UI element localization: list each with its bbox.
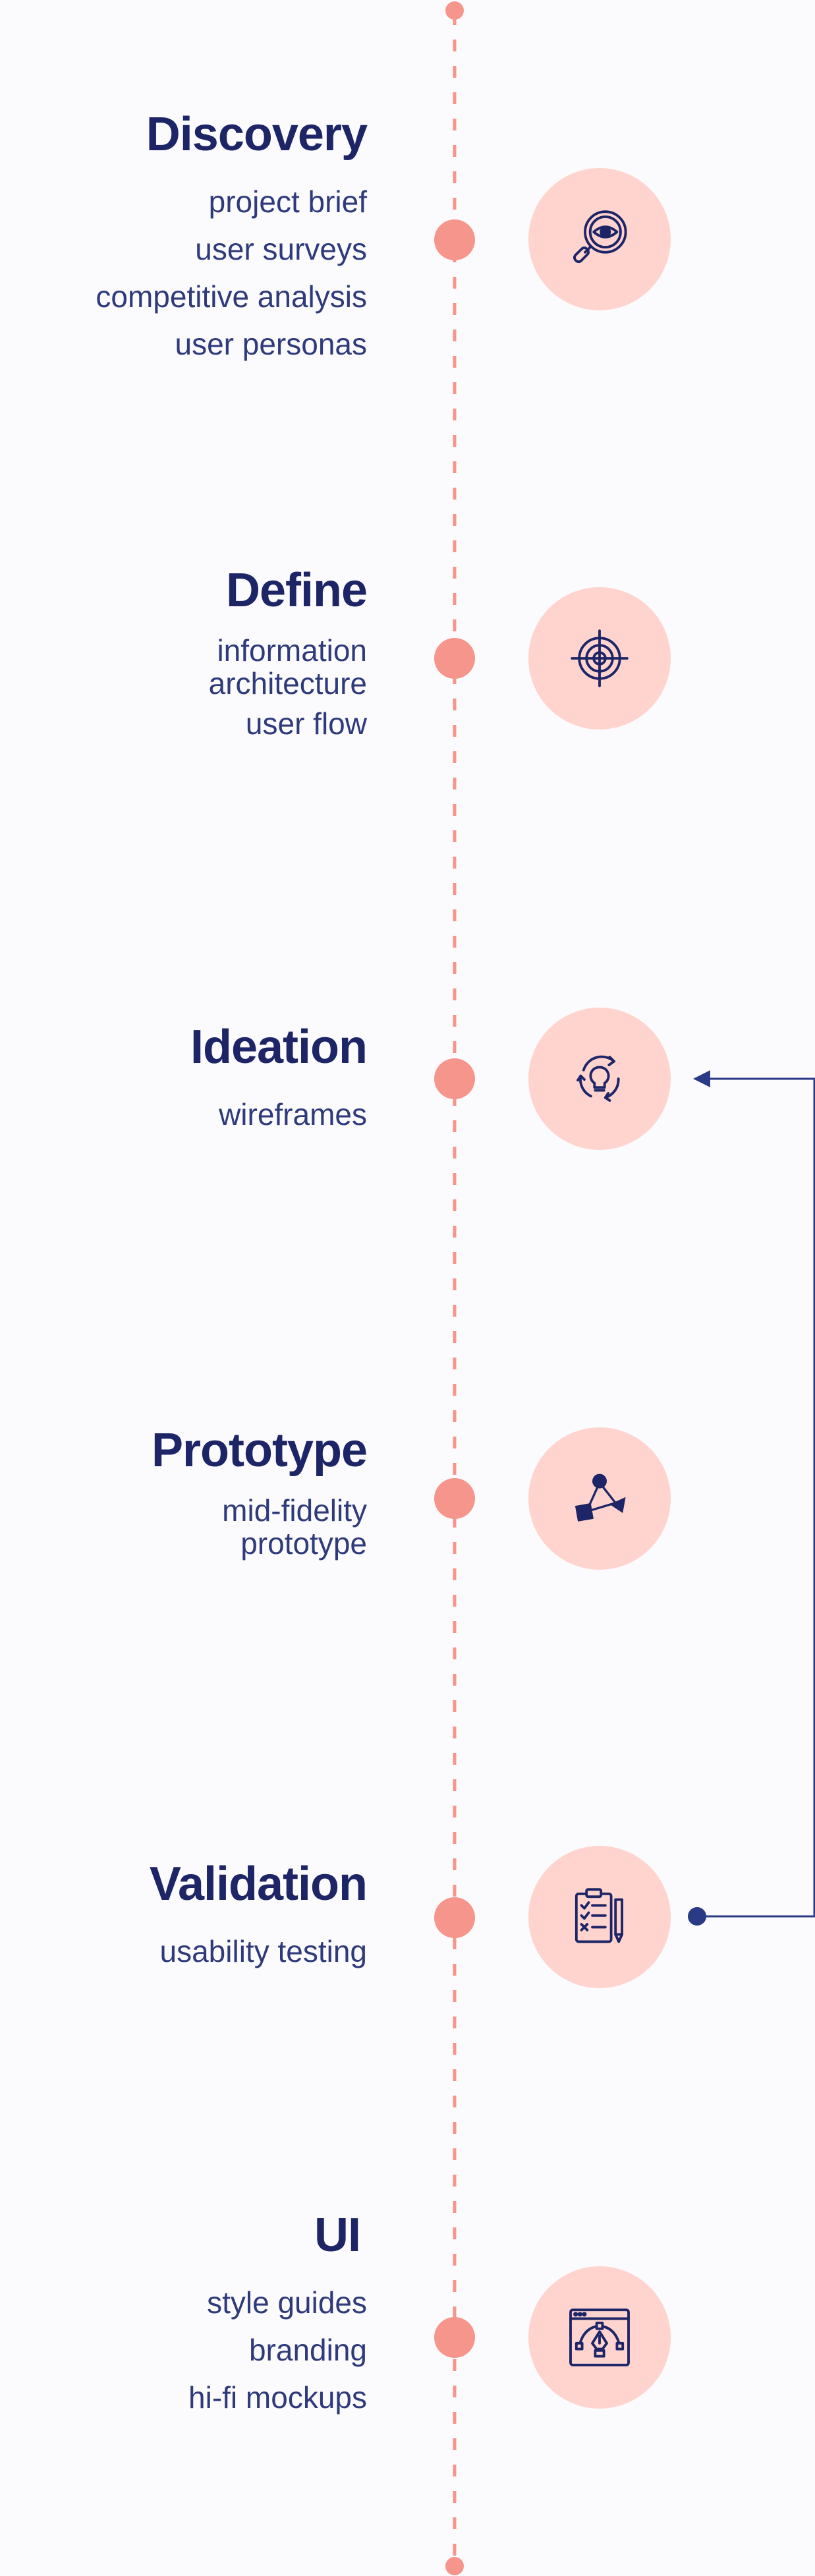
icon-circle [528, 1427, 671, 1570]
stage-item: style guides [207, 2285, 367, 2320]
timeline-top-cap [445, 1, 464, 20]
stage-title: Validation [149, 1858, 368, 1910]
timeline-dot [434, 219, 475, 260]
target-icon [571, 629, 629, 687]
stage-define: Define information architecture user flo… [0, 564, 368, 747]
stage-discovery: Discovery project brief user surveys com… [0, 108, 368, 368]
timeline-dot [434, 2317, 475, 2358]
timeline-bottom-cap [445, 2557, 464, 2575]
lightbulb-cycle-icon [576, 1055, 620, 1102]
stage-item-multiline: information architecture [0, 634, 367, 700]
stage-prototype: Prototype mid-fidelity prototype [0, 1424, 368, 1560]
icon-circle [528, 2266, 671, 2409]
icon-circle [528, 587, 671, 730]
stage-ui: UI style guides branding hi-fi mockups [0, 2212, 367, 2421]
stage-validation: Validation usability testing [0, 1858, 368, 1975]
stage-items: information architecture user flow [0, 634, 367, 747]
stage-ideation: Ideation wireframes [0, 1021, 368, 1138]
stage-item: wireframes [219, 1097, 367, 1131]
stage-item: user personas [175, 327, 368, 361]
stage-item: branding [248, 2333, 367, 2367]
stage-item: information architecture [208, 633, 367, 701]
timeline-dot [434, 1058, 475, 1099]
shapes-network-icon [575, 1474, 626, 1522]
icon-circle [528, 1008, 671, 1150]
icon-circle [528, 1846, 671, 1988]
stage-title: UI [314, 2209, 361, 2262]
stage-item: hi-fi mockups [188, 2380, 367, 2415]
timeline-dot [434, 1478, 475, 1519]
stage-title: Discovery [146, 108, 368, 161]
timeline-dot [434, 1897, 475, 1938]
browser-pen-tool-icon [569, 2308, 630, 2366]
stage-items: style guides branding hi-fi mockups [0, 2279, 367, 2421]
stage-item: usability testing [159, 1934, 368, 1968]
stage-title: Define [225, 564, 368, 617]
stage-item: competitive analysis [96, 279, 367, 314]
magnifier-eye-icon [573, 210, 627, 264]
stage-item: user surveys [195, 232, 367, 266]
stage-item: user flow [245, 706, 367, 741]
stage-title: Ideation [190, 1021, 368, 1073]
stage-items: wireframes [0, 1091, 367, 1138]
stage-item: project brief [208, 185, 367, 219]
stage-items: usability testing [0, 1928, 368, 1975]
checklist-pencil-icon [575, 1888, 624, 1943]
stage-items: project brief user surveys competitive a… [0, 178, 367, 368]
stage-items: mid-fidelity prototype [0, 1494, 367, 1560]
stage-item: mid-fidelity prototype [222, 1493, 367, 1560]
stage-title: Prototype [151, 1424, 368, 1477]
feedback-connector-arrow [693, 1070, 710, 1087]
feedback-connector-dot [688, 1907, 706, 1926]
icon-circle [528, 168, 671, 310]
timeline-dot [434, 638, 475, 679]
